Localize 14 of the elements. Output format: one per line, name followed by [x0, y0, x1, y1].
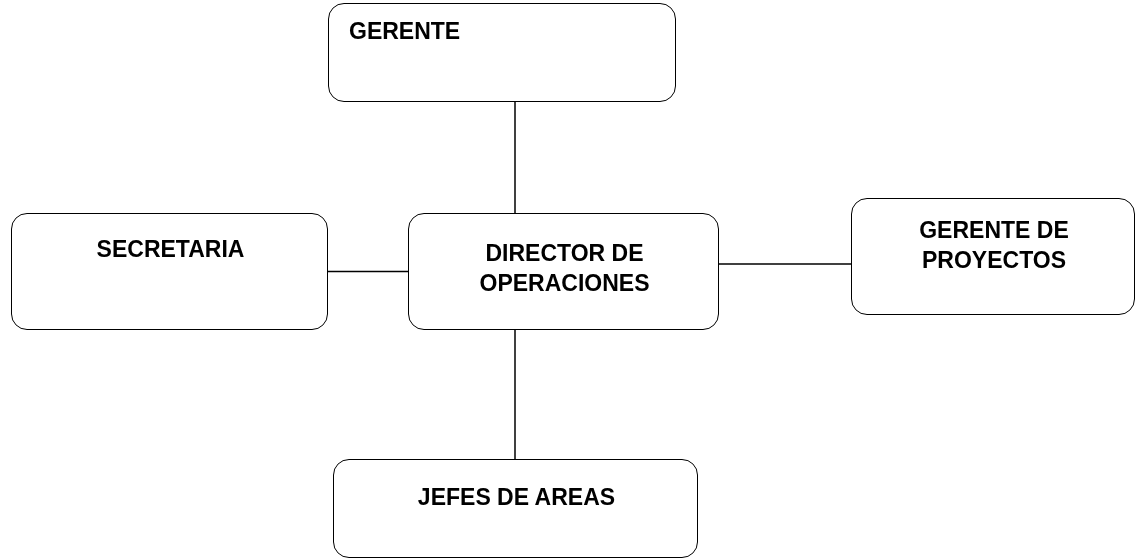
connector-line [718, 263, 852, 265]
box-label: JEFES DE AREAS [416, 483, 617, 512]
connector-line [327, 270, 409, 273]
connector-line [514, 329, 516, 460]
box-label: SECRETARIA [95, 235, 246, 264]
connector-line [514, 101, 516, 214]
rounded-box [851, 198, 1135, 315]
rounded-box [328, 3, 676, 102]
box-label: DIRECTOR DE OPERACIONES [478, 239, 651, 298]
box-label: GERENTE DE PROYECTOS [918, 216, 1070, 275]
rounded-box [408, 213, 719, 330]
rounded-box [333, 459, 698, 558]
box-label: GERENTE [349, 17, 462, 46]
rounded-box [11, 213, 328, 330]
